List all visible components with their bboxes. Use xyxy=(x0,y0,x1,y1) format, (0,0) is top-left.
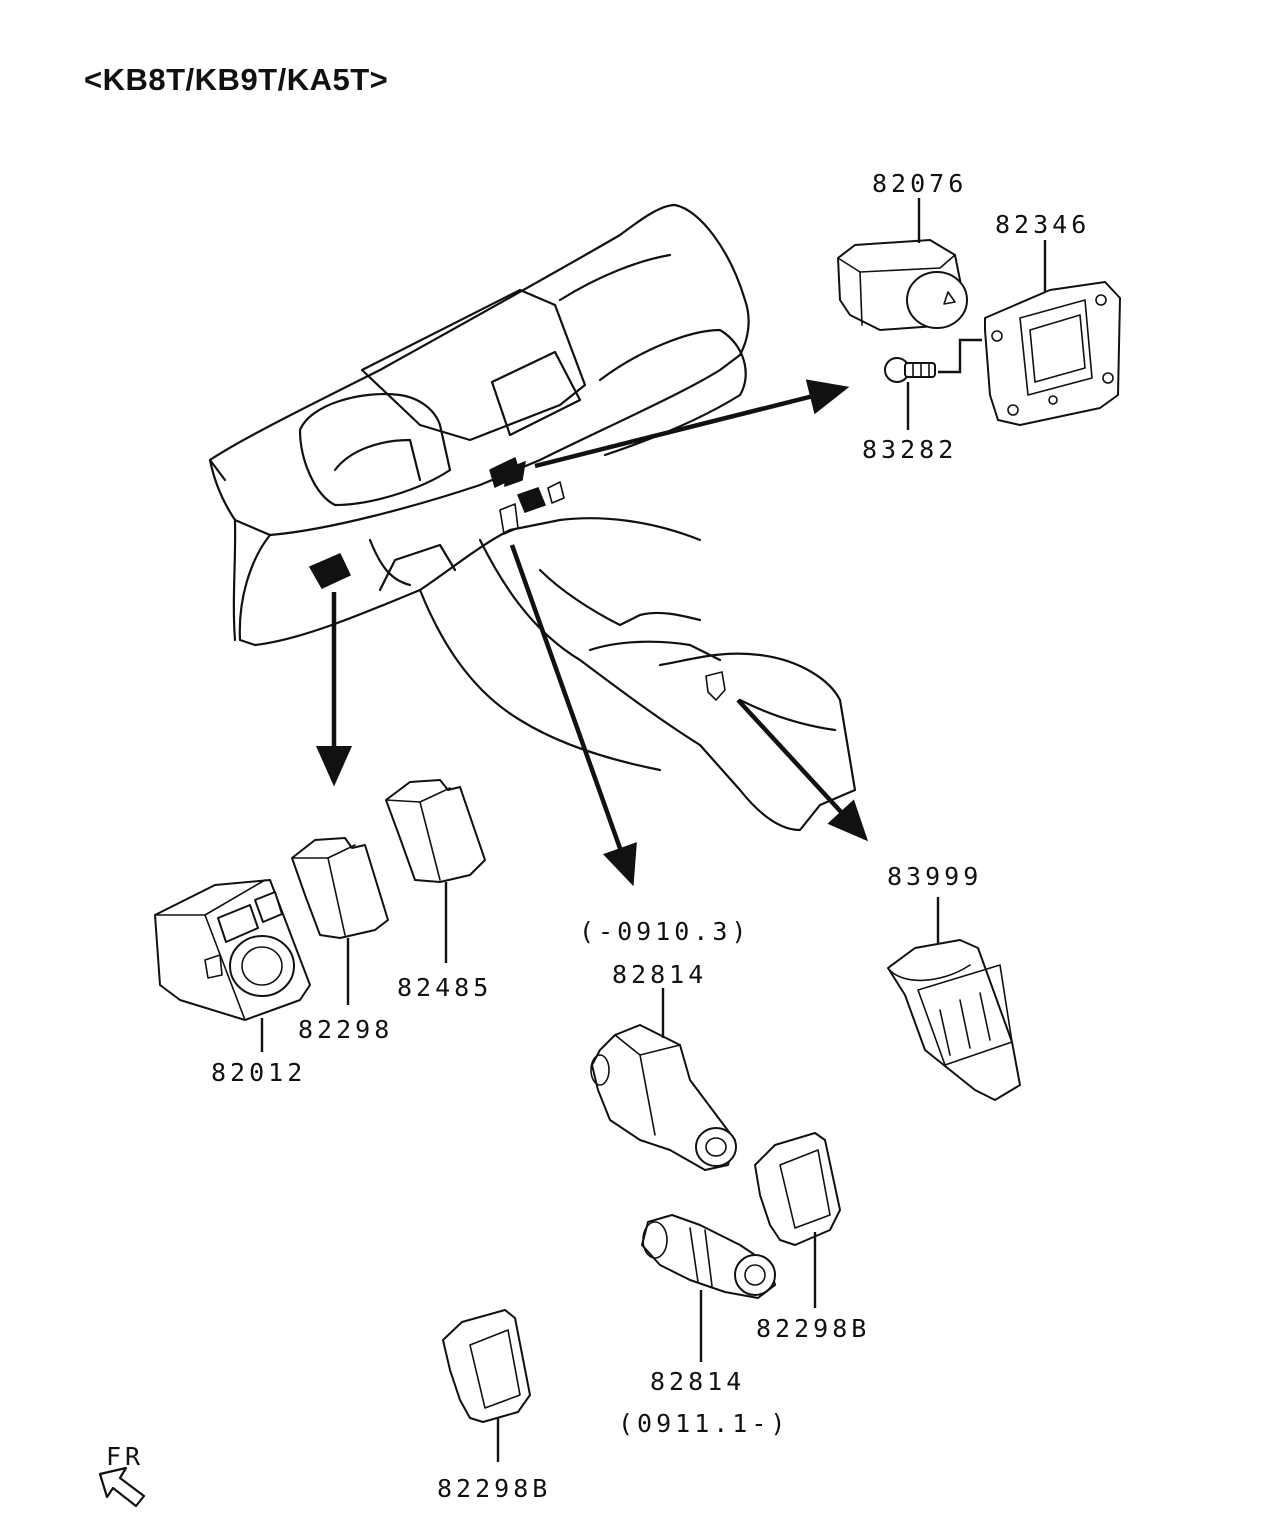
label-82814-range-b: (0911.1-) xyxy=(618,1409,789,1438)
dashboard-illustration xyxy=(208,203,857,832)
label-82814-b: 82814 xyxy=(650,1367,745,1396)
fr-label: FR xyxy=(106,1442,144,1471)
part-82814-cigarette-lighter-upper xyxy=(590,988,737,1171)
label-82298: 82298 xyxy=(298,1015,393,1044)
part-83282-screw xyxy=(884,357,936,430)
part-82298B-panel-left xyxy=(442,1309,531,1462)
label-82298B-left: 82298B xyxy=(437,1474,551,1503)
part-82814-cigarette-lighter-lower xyxy=(641,1214,776,1362)
front-direction-arrow-icon xyxy=(98,1466,146,1508)
part-82346-bracket xyxy=(938,240,1121,426)
part-82076-hazard-switch xyxy=(837,198,968,331)
label-82814-range-a: (-0910.3) xyxy=(579,917,750,946)
label-83282: 83282 xyxy=(862,435,957,464)
location-arrows xyxy=(316,379,869,887)
label-82076: 82076 xyxy=(872,169,967,198)
part-labels: 82076 82346 83282 82485 82298 82012 (-09… xyxy=(211,169,1090,1503)
part-82012-mirror-switch xyxy=(154,879,311,1052)
part-82485-switch xyxy=(385,779,486,963)
label-82012: 82012 xyxy=(211,1058,306,1087)
label-82346: 82346 xyxy=(995,210,1090,239)
diagram-title: <KB8T/KB9T/KA5T> xyxy=(84,62,389,97)
part-82298B-panel-right xyxy=(754,1132,841,1308)
front-direction-indicator: FR xyxy=(98,1442,146,1508)
part-83999-accessory-socket xyxy=(887,897,1021,1101)
label-83999: 83999 xyxy=(887,862,982,891)
label-82485: 82485 xyxy=(397,973,492,1002)
label-82298B-right: 82298B xyxy=(756,1314,870,1343)
label-82814-a: 82814 xyxy=(612,960,707,989)
part-82298-switch xyxy=(291,837,389,1005)
